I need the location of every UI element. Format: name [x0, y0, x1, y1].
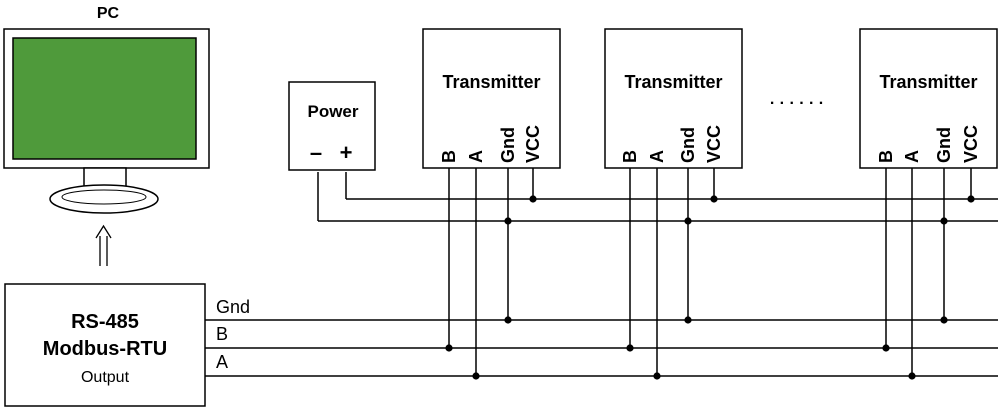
junction-a-1 — [472, 372, 480, 380]
rs485-title: RS-485 — [71, 311, 139, 333]
junction-vcc-3 — [967, 195, 975, 203]
transmitter-title: Transmitter — [442, 72, 540, 92]
double-arrow-up-icon — [95, 224, 112, 266]
pin-label-gnd: Gnd — [934, 127, 954, 163]
pin-label-a: A — [466, 150, 486, 163]
power-box: Power – + — [288, 81, 376, 171]
junction-gnd-bus-2 — [684, 316, 692, 324]
pc-label: PC — [97, 5, 120, 22]
wires — [205, 168, 998, 377]
monitor-base-inner — [61, 189, 147, 205]
pin-label-vcc: VCC — [704, 125, 724, 163]
monitor-base — [49, 184, 159, 214]
bus-b-label: B — [216, 324, 228, 344]
pin-label-b: B — [620, 150, 640, 163]
rs485-protocol: Modbus-RTU — [43, 338, 167, 360]
junction-gnd-bus-1 — [504, 316, 512, 324]
pin-label-gnd: Gnd — [678, 127, 698, 163]
pin-label-gnd: Gnd — [498, 127, 518, 163]
transmitter-title: Transmitter — [879, 72, 977, 92]
monitor-screen — [12, 37, 197, 160]
bus-gnd-label: Gnd — [216, 297, 250, 317]
junction-a-3 — [908, 372, 916, 380]
transmitter-box — [859, 28, 998, 169]
junction-gnd-pwr-3 — [940, 217, 948, 225]
rs485-output: Output — [81, 369, 130, 386]
junction-vcc-1 — [529, 195, 537, 203]
junctions — [445, 195, 975, 380]
transmitter-box — [604, 28, 743, 169]
transmitter-title: Transmitter — [624, 72, 722, 92]
junction-gnd-bus-3 — [940, 316, 948, 324]
pin-label-b: B — [876, 150, 896, 163]
pin-label-vcc: VCC — [961, 125, 981, 163]
pin-label-vcc: VCC — [523, 125, 543, 163]
pc-monitor: PC — [3, 5, 210, 214]
junction-vcc-2 — [710, 195, 718, 203]
junction-gnd-pwr-1 — [504, 217, 512, 225]
power-minus-label: – — [310, 140, 322, 165]
pin-label-a: A — [902, 150, 922, 163]
bus-a-label: A — [216, 352, 228, 372]
junction-a-2 — [653, 372, 661, 380]
junction-b-3 — [882, 344, 890, 352]
rs485-box: RS-485 Modbus-RTU Output — [4, 283, 206, 407]
power-plus-label: + — [340, 140, 353, 165]
junction-gnd-pwr-2 — [684, 217, 692, 225]
power-label: Power — [307, 102, 358, 121]
transmitter-box — [422, 28, 561, 169]
pin-label-b: B — [439, 150, 459, 163]
pin-label-a: A — [647, 150, 667, 163]
junction-b-2 — [626, 344, 634, 352]
junction-b-1 — [445, 344, 453, 352]
ellipsis: · · · · · · — [770, 95, 824, 112]
